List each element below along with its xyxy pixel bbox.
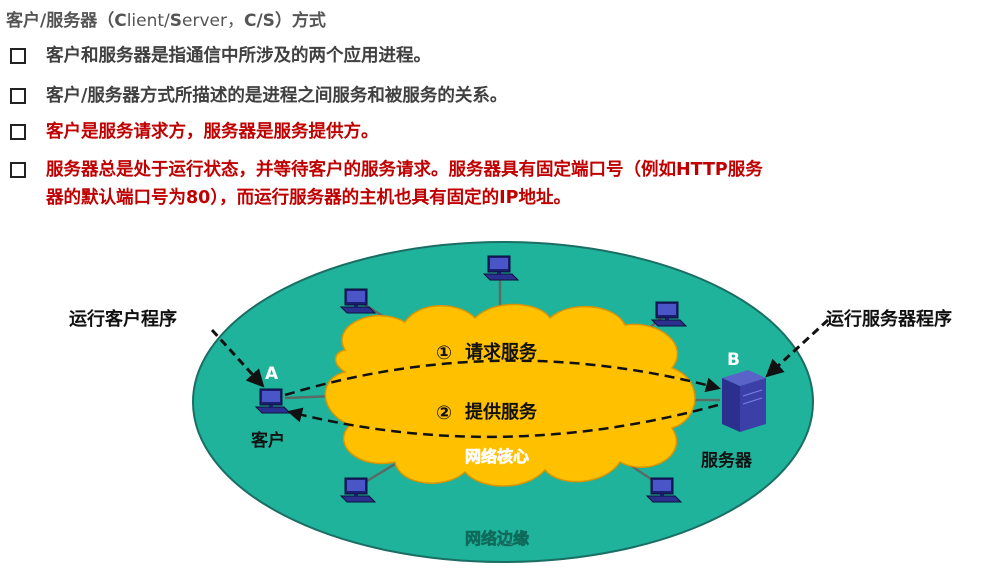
host-b-label: B [727,350,740,370]
checkbox-icon [10,88,26,104]
server-program-pointer [765,318,830,378]
title-prefix: 客户/服务器（ [6,11,115,31]
bullet-text-line1: 服务器总是处于运行状态，并等待客户的服务请求。服务器具有固定端口号（例如HTTP… [46,160,763,180]
title-client-rest: lient/ [126,11,170,31]
title-abbr: C/S [244,11,275,31]
title-suffix: ）方式 [274,11,326,31]
title-s: S [169,11,183,31]
title-server-rest: erver， [182,11,244,31]
host-a-label: A [265,364,279,384]
server-icon [722,370,766,432]
network-core-cloud [324,303,696,487]
client-program-label: 运行客户程序 [69,308,177,330]
checkbox-icon [10,162,26,178]
response-label: 提供服务 [465,401,538,423]
page-title: 客户/服务器（Client/Server，C/S）方式 [6,6,326,31]
request-label: 请求服务 [465,341,538,363]
bullet-text: 客户是服务请求方，服务器是服务提供方。 [46,122,379,142]
bullet-text: 客户和服务器是指通信中所涉及的两个应用进程。 [46,46,431,66]
request-arrow [284,359,721,397]
response-number: ② [436,402,452,424]
bullet-text-line2: 器的默认端口号为80），而运行服务器的主机也具有固定的IP地址。 [46,188,571,208]
title-c: C [114,11,127,31]
checkbox-icon [10,48,26,64]
server-program-label: 运行服务器程序 [826,308,952,330]
response-arrow [287,403,719,439]
server-label: 服务器 [701,450,753,471]
network-core-label: 网络核心 [465,447,529,466]
checkbox-icon [10,124,26,140]
network-edge-label: 网络边缘 [465,529,529,548]
bullet-text: 客户/服务器方式所描述的是进程之间服务和被服务的关系。 [46,86,508,106]
client-label: 客户 [250,430,285,451]
request-number: ① [436,342,452,364]
